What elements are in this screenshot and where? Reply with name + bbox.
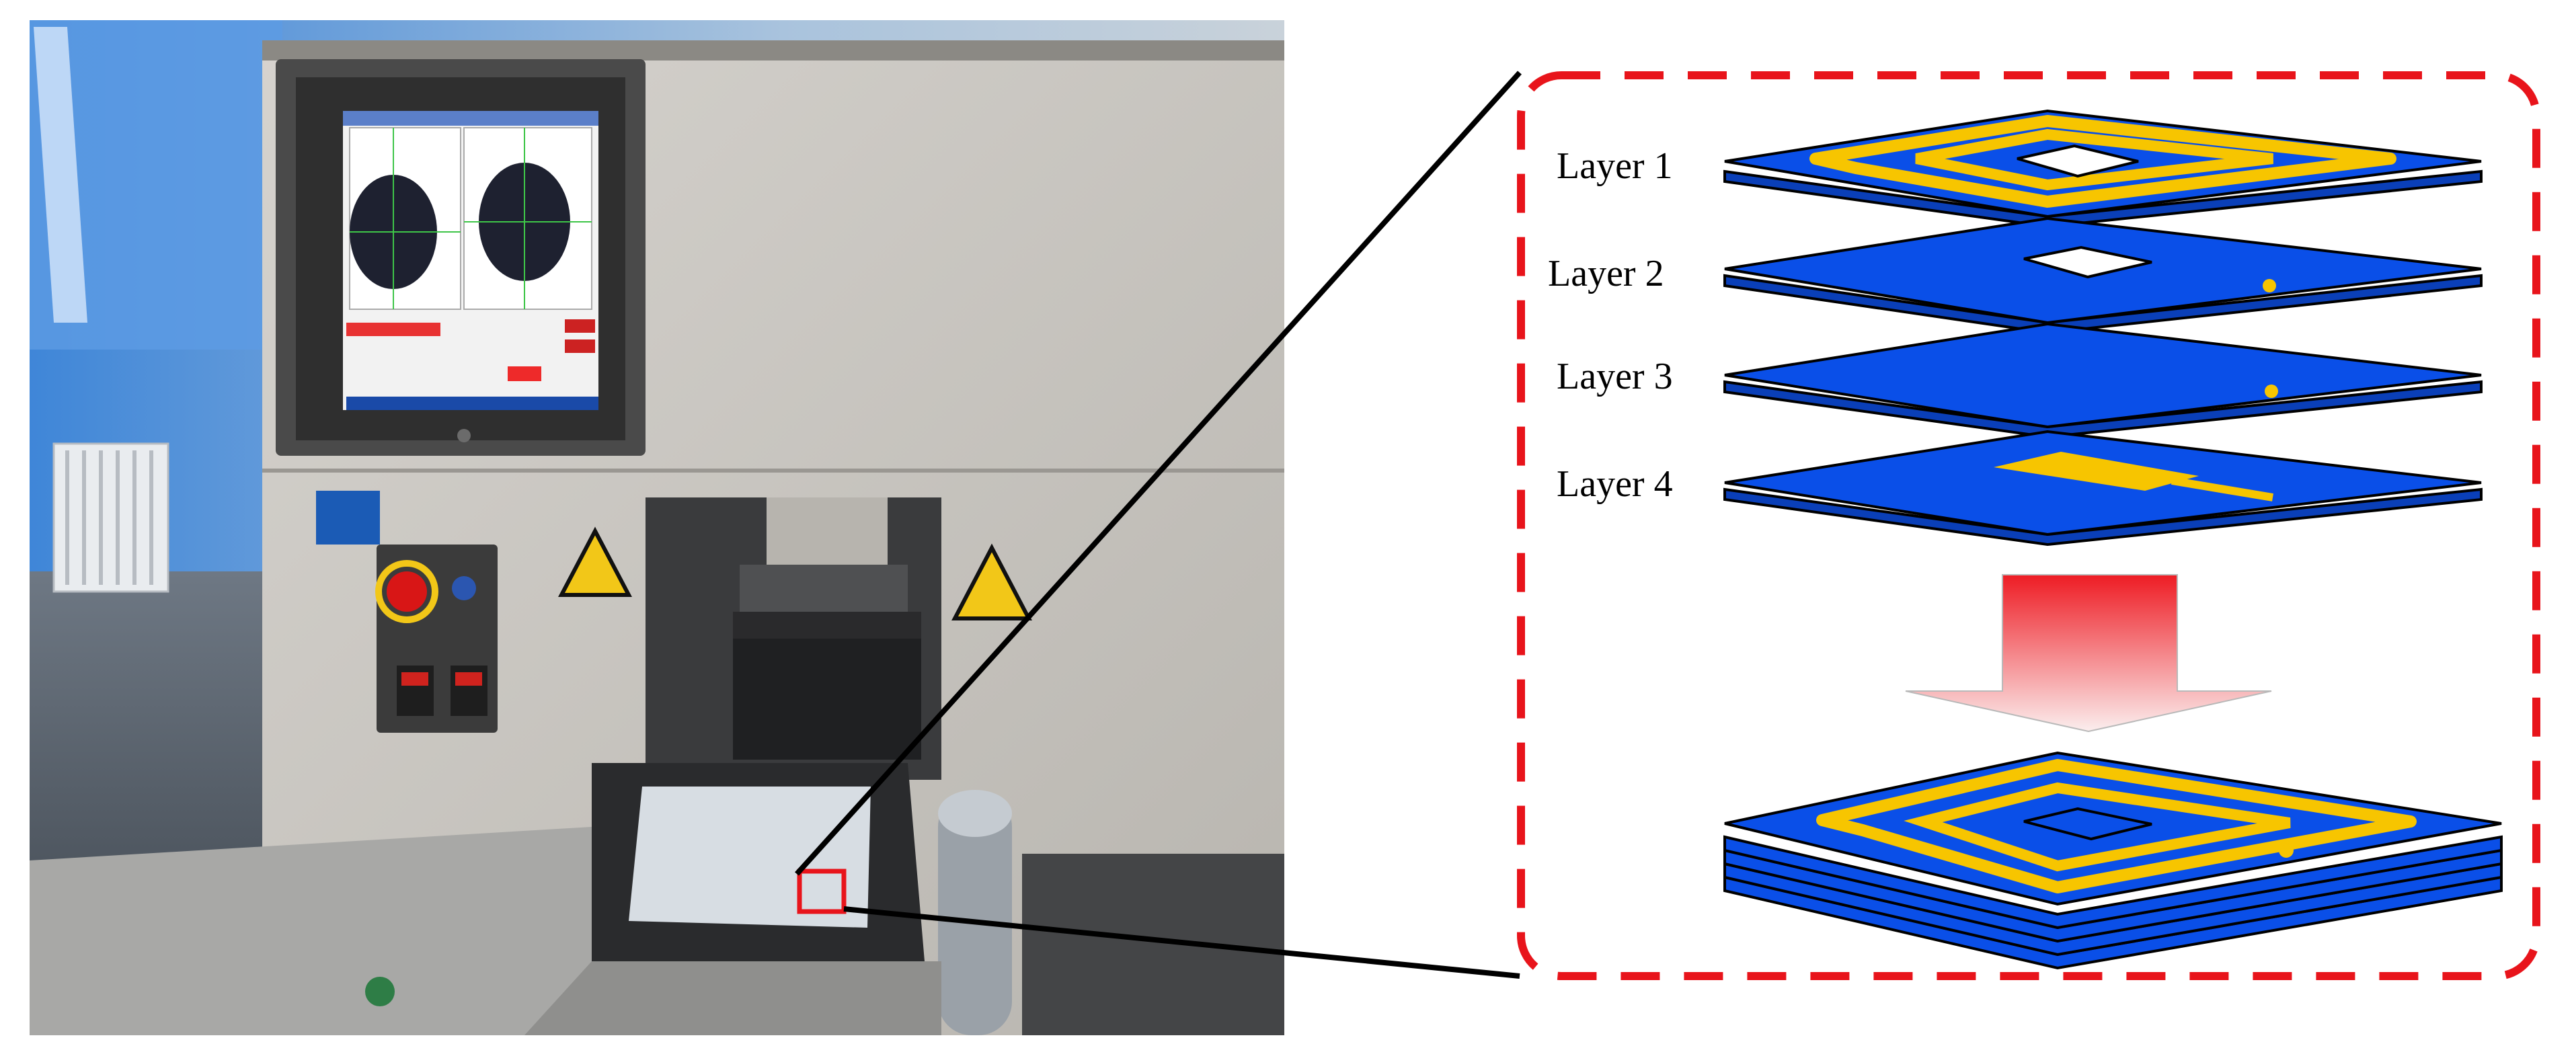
warning-sign-left bbox=[558, 526, 632, 597]
layer-label: Layer 4 bbox=[1557, 463, 1673, 505]
stack-cut-out bbox=[2023, 807, 2152, 841]
machine-photo bbox=[30, 20, 1284, 1035]
window-light bbox=[30, 20, 282, 350]
via-dot bbox=[2265, 385, 2278, 398]
laminated-stack bbox=[1723, 751, 2503, 970]
cut-out bbox=[2017, 144, 2139, 178]
process-arrow bbox=[1905, 574, 2272, 733]
stack-coil bbox=[1816, 759, 2417, 893]
layer-1: Layer 1 bbox=[1557, 109, 2483, 229]
cut-out bbox=[2023, 245, 2152, 279]
layer-label: Layer 1 bbox=[1557, 145, 1673, 187]
trace bbox=[2171, 477, 2273, 501]
layer-4: Layer 4 bbox=[1557, 430, 2483, 547]
machine-top-frame bbox=[262, 40, 1284, 61]
emergency-stop bbox=[387, 571, 427, 612]
substrate-sheet bbox=[629, 787, 871, 928]
window-glare bbox=[34, 27, 87, 323]
monitor bbox=[276, 59, 646, 456]
layer-3: Layer 3 bbox=[1557, 322, 2483, 439]
zoom-panel: Layer 1 Layer 2 Layer 3 Layer 4 bbox=[1517, 71, 2540, 980]
table-surface bbox=[30, 827, 592, 1035]
layer-label: Layer 3 bbox=[1557, 356, 1673, 397]
roller bbox=[938, 793, 1012, 1035]
radiator bbox=[52, 442, 169, 593]
substrate bbox=[1724, 322, 2482, 429]
pad bbox=[1994, 452, 2199, 491]
layer-label: Layer 2 bbox=[1548, 253, 1664, 294]
via-dot bbox=[2263, 279, 2276, 292]
zoom-panel-border bbox=[1517, 71, 2540, 980]
warning-sign-right bbox=[951, 543, 1032, 620]
layer-2: Layer 2 bbox=[1548, 216, 2483, 335]
connector-line-bottom bbox=[843, 906, 1520, 979]
highlight-box bbox=[797, 869, 847, 914]
connector-line-top bbox=[795, 71, 1522, 876]
coil-trace bbox=[1809, 115, 2396, 208]
control-panel bbox=[316, 491, 498, 733]
